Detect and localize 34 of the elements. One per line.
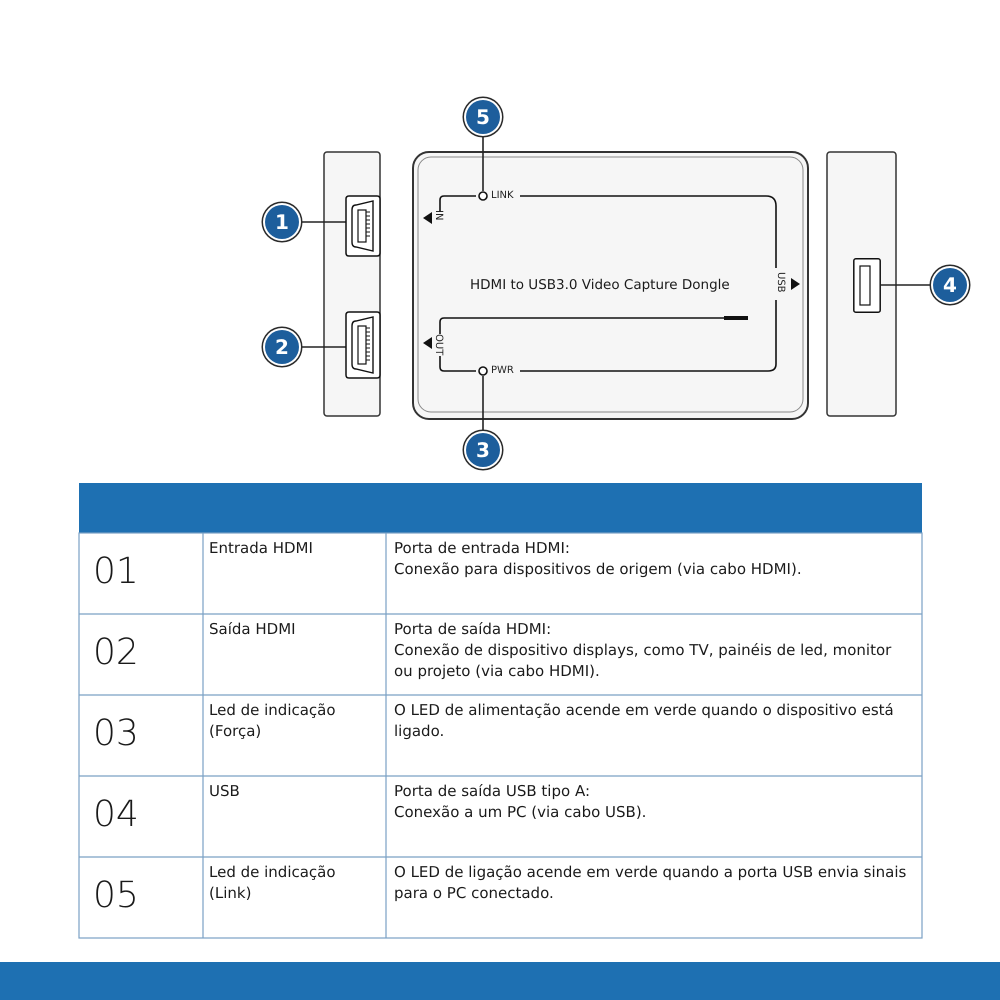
callout-number: 3 — [466, 433, 500, 467]
row-number: 01 — [93, 551, 139, 592]
port-label: OUT — [433, 334, 444, 356]
row-number: 02 — [93, 632, 139, 673]
row-number: 03 — [93, 713, 139, 754]
device-caption: HDMI to USB3.0 Video Capture Dongle — [470, 277, 730, 293]
item-description: Porta de entrada HDMI: — [394, 538, 571, 559]
port-label: IN — [433, 210, 444, 220]
item-name: Entrada HDMI — [209, 538, 314, 559]
item-description: O LED de alimentação acende em verde quando o dispositivo está ligado. — [394, 700, 895, 742]
port-label: LINK — [491, 190, 514, 201]
row-number: 05 — [93, 875, 139, 916]
led-indicator — [478, 191, 488, 201]
callout-number: 1 — [265, 205, 299, 239]
item-description: Porta de saída HDMI: — [394, 619, 552, 640]
item-name: Led de indicação (Força) — [209, 700, 337, 742]
item-description: Conexão para dispositivos de origem (via cabo HDMI). — [394, 559, 803, 580]
hdmi-port-icon — [346, 312, 380, 378]
led-indicator — [478, 366, 488, 376]
callout-number: 5 — [466, 100, 500, 134]
callout-number: 4 — [933, 268, 967, 302]
port-label: USB — [775, 272, 786, 293]
usb-port-icon — [853, 258, 881, 313]
hdmi-port-icon — [346, 196, 380, 256]
row-number: 04 — [93, 794, 139, 835]
item-name: Led de indicação (Link) — [209, 862, 337, 904]
item-name: Saída HDMI — [209, 619, 297, 640]
item-description: Porta de saída USB tipo A: — [394, 781, 591, 802]
item-description: Conexão de dispositivo displays, como TV, painéis de led, monitor ou projeto (via cabo HDMI). — [394, 640, 892, 682]
item-description: O LED de ligação acende em verde quando a porta USB envia sinais para o PC conectado. — [394, 862, 908, 904]
item-description: Conexão a um PC (via cabo USB). — [394, 802, 648, 823]
port-label: PWR — [491, 365, 514, 376]
callout-number: 2 — [265, 330, 299, 364]
item-name: USB — [209, 781, 241, 802]
